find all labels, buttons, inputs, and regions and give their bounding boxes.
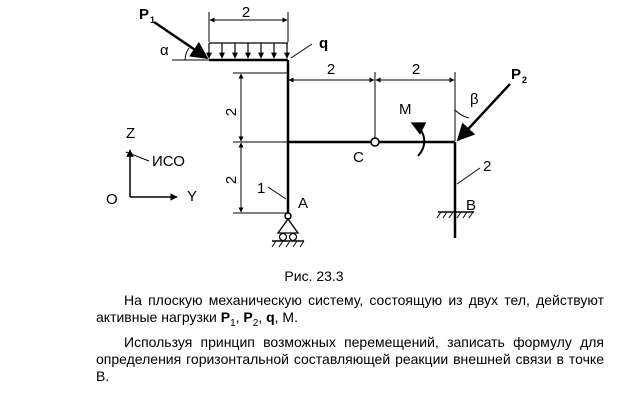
p1-load-q: q bbox=[266, 309, 275, 325]
p1-force-p2: P bbox=[243, 309, 253, 325]
problem-paragraph-1: На плоскую механическую систему, состоящ… bbox=[96, 292, 604, 332]
body-2-leader bbox=[456, 167, 481, 185]
p1-force-p1: P bbox=[220, 309, 231, 325]
p2-text: Используя принцип возможных перемещений,… bbox=[96, 334, 604, 384]
dim-vertical-upper-value: 2 bbox=[223, 108, 240, 116]
distributed-load-q bbox=[206, 42, 290, 59]
support-b bbox=[436, 211, 474, 219]
angle-alpha-arc bbox=[184, 47, 190, 61]
force-p2-label: P bbox=[511, 66, 521, 83]
angle-beta-arc bbox=[454, 109, 470, 119]
body-2-frame bbox=[375, 140, 457, 238]
body-1-leader bbox=[267, 186, 287, 200]
y-axis-label: Y bbox=[187, 188, 197, 205]
angle-alpha-label: α bbox=[160, 42, 169, 59]
dim-top-load-value: 2 bbox=[242, 4, 250, 21]
point-b-label: B bbox=[466, 197, 476, 214]
dim-top-load bbox=[208, 12, 289, 42]
support-a bbox=[271, 212, 305, 248]
dim-vertical bbox=[233, 72, 287, 214]
origin-label: O bbox=[106, 191, 118, 208]
hinge-c-label: C bbox=[353, 149, 364, 166]
force-p1-subscript: 1 bbox=[150, 15, 155, 25]
dim-horizontal-left-value: 2 bbox=[327, 61, 335, 78]
hinge-c bbox=[370, 137, 380, 147]
p1-comma2: , bbox=[258, 309, 267, 325]
body-1-label: 1 bbox=[257, 180, 265, 197]
problem-paragraph-2: Используя принцип возможных перемещений,… bbox=[96, 334, 604, 385]
inertial-frame bbox=[125, 149, 178, 201]
frame-leader bbox=[125, 151, 150, 162]
point-a-label: A bbox=[298, 195, 308, 212]
figure-caption: Рис. 23.3 bbox=[284, 268, 344, 284]
frame-label: ИСО bbox=[152, 153, 185, 170]
angle-beta-label: β bbox=[470, 91, 479, 108]
load-q-leader bbox=[290, 43, 313, 59]
body-2-label: 2 bbox=[483, 158, 491, 175]
p1-text-after: , M. bbox=[274, 309, 298, 325]
dim-horizontal-right-value: 2 bbox=[412, 61, 420, 78]
moment-m-label: M bbox=[399, 101, 412, 118]
p1-sub2: 2 bbox=[252, 317, 259, 329]
p1-sub1: 1 bbox=[230, 317, 236, 329]
force-p2-arrow bbox=[456, 83, 511, 142]
moment-m-arrow bbox=[410, 122, 427, 157]
force-p2-subscript: 2 bbox=[522, 75, 527, 85]
force-p1-label: P bbox=[139, 6, 149, 23]
dim-horizontal bbox=[288, 72, 456, 138]
load-q-label: q bbox=[319, 35, 328, 52]
force-p1-arrow bbox=[153, 20, 209, 60]
p1-comma1: , bbox=[235, 309, 244, 325]
dim-vertical-lower-value: 2 bbox=[223, 176, 240, 184]
body-1-frame bbox=[209, 58, 375, 213]
z-axis-label: Z bbox=[126, 125, 135, 142]
mechanical-system-diagram: 2 q P 1 α A 1 bbox=[106, 4, 527, 248]
p1-text-before: На плоскую механическую систему, состоящ… bbox=[96, 292, 604, 325]
